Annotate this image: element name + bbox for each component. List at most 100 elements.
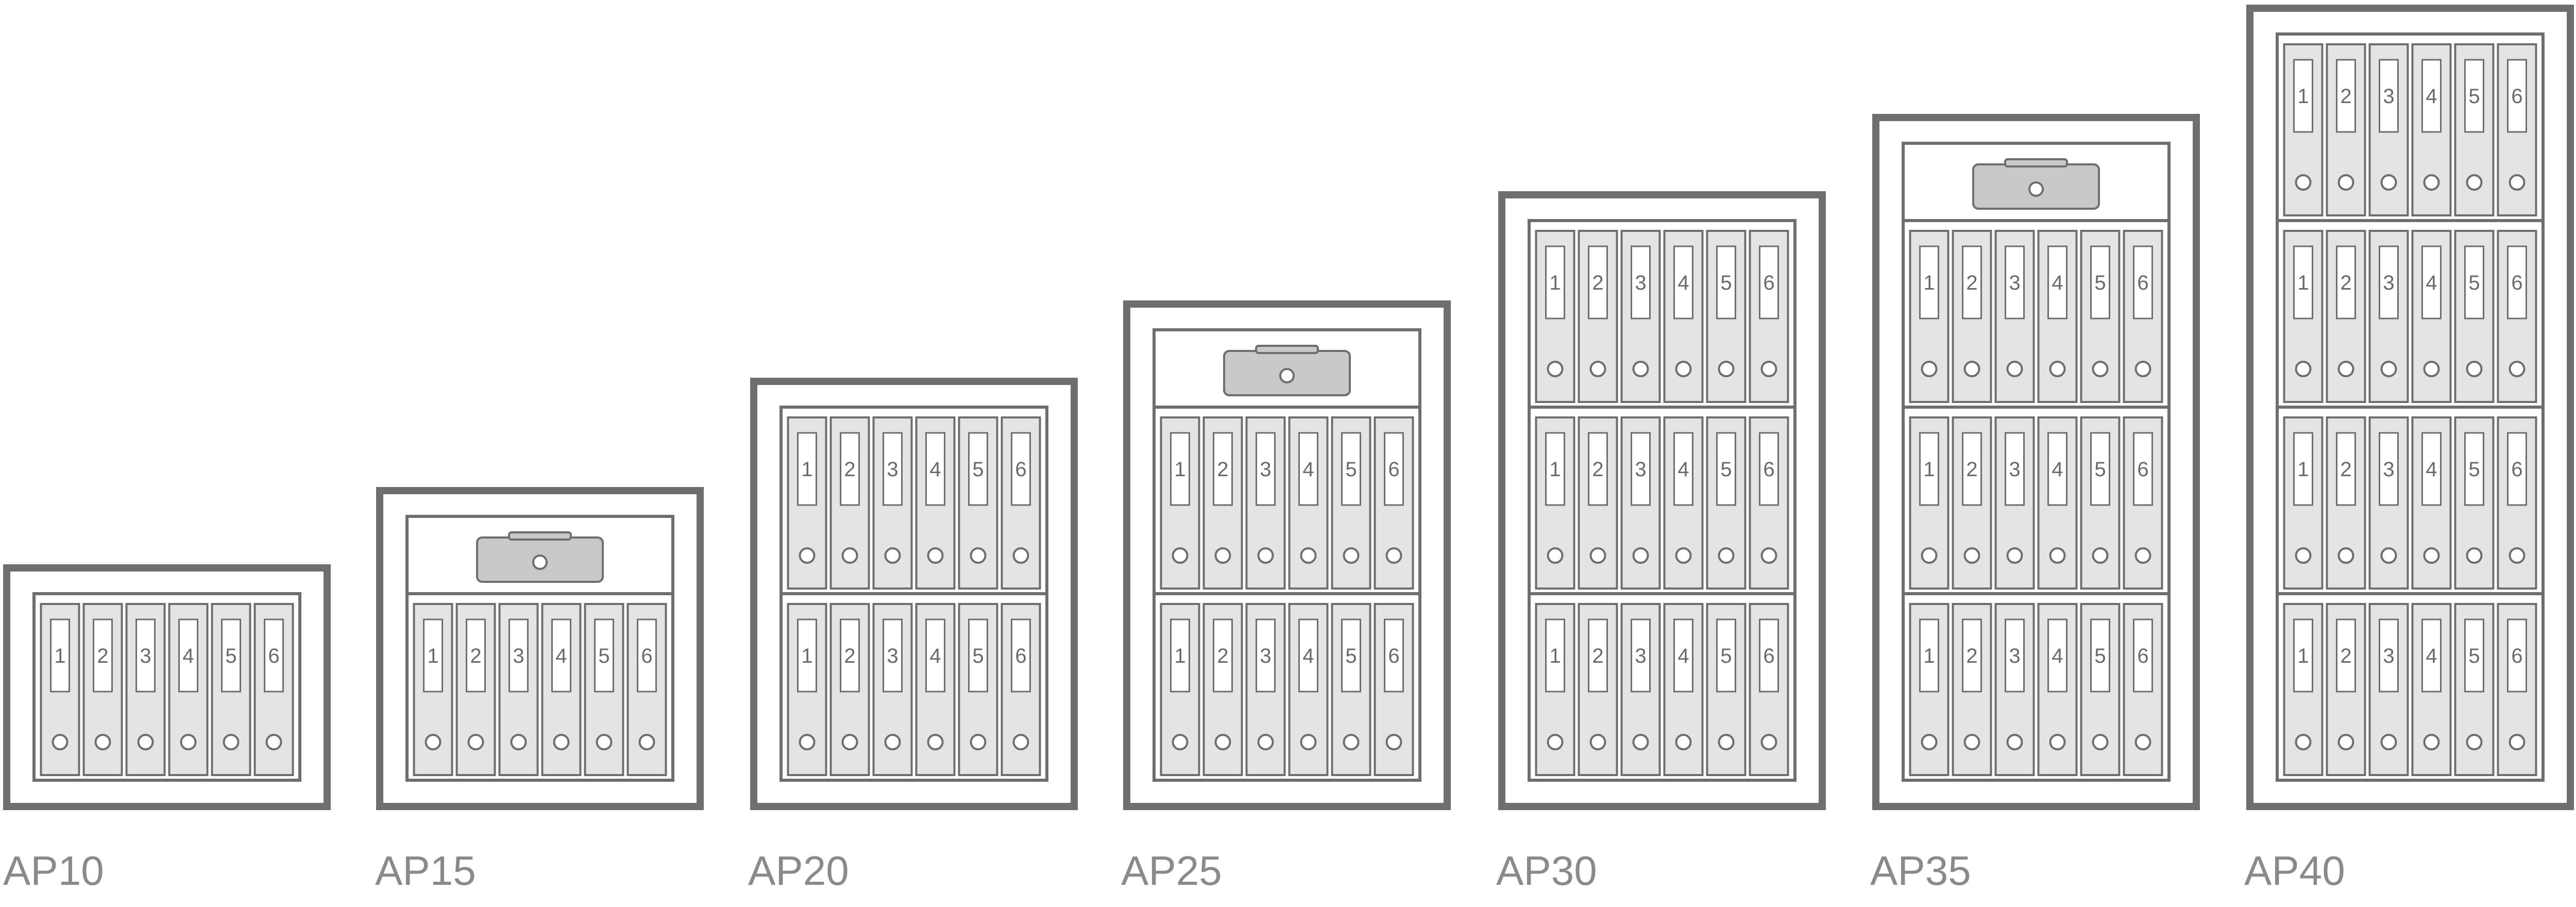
binder-ring-hole xyxy=(1718,361,1735,377)
safe-label-ap40: AP40 xyxy=(2244,848,2345,894)
binder-number: 3 xyxy=(513,645,524,667)
cash-box-lock-icon xyxy=(1279,368,1295,383)
safe-body xyxy=(1872,114,2200,810)
binder-spine-label xyxy=(93,618,113,693)
binder-spine-label xyxy=(2464,618,2484,693)
binder-ring-hole xyxy=(1921,547,1938,564)
binder-number: 4 xyxy=(2052,645,2063,667)
binder-number: 1 xyxy=(2297,645,2309,667)
binder-spine-label xyxy=(2464,59,2484,133)
binder-spine-label xyxy=(1011,432,1031,506)
binder-ring-hole xyxy=(2466,547,2483,564)
binder-spine-label xyxy=(423,618,443,693)
binder-ring-hole xyxy=(2337,361,2354,377)
safe-body xyxy=(2246,5,2574,810)
binder-ring-hole xyxy=(927,547,944,564)
binder-ring-hole xyxy=(1963,547,1980,564)
binder-number: 5 xyxy=(1720,458,1732,481)
binder-number: 1 xyxy=(801,645,812,667)
binder-spine-label xyxy=(1919,245,1939,320)
safe-body xyxy=(750,378,1078,810)
binder-spine-label xyxy=(2005,432,2025,506)
binder-spine-label xyxy=(840,432,860,506)
binder-ring-hole xyxy=(2006,361,2023,377)
binder-spine-label xyxy=(1588,618,1608,693)
binder-number: 2 xyxy=(1592,458,1603,481)
binder-ring-hole xyxy=(1675,734,1692,750)
binder-spine-label xyxy=(925,618,945,693)
binder-spine-label xyxy=(1716,432,1736,506)
binder-spine-label xyxy=(1631,618,1651,693)
binder-ring-hole xyxy=(1921,361,1938,377)
binder-ring-hole xyxy=(1012,734,1029,750)
cash-box-lock-icon xyxy=(2028,181,2044,197)
cash-box-handle xyxy=(508,531,572,541)
binder-spine-label xyxy=(264,618,284,693)
binder-number: 1 xyxy=(1549,645,1561,667)
binder-number: 5 xyxy=(1345,458,1357,481)
binder-number: 5 xyxy=(2094,645,2106,667)
binder-ring-hole xyxy=(970,734,987,750)
binder-spine-label xyxy=(1298,618,1318,693)
binder-number: 5 xyxy=(2468,645,2480,667)
binder-spine-label xyxy=(968,618,988,693)
binder-number: 4 xyxy=(1677,272,1689,294)
binder-ring-hole xyxy=(2134,547,2151,564)
binder-spine-label xyxy=(883,432,903,506)
binder-number: 1 xyxy=(1174,645,1185,667)
binder-spine-label xyxy=(1213,618,1233,693)
binder-ring-hole xyxy=(841,734,858,750)
binder-spine-label xyxy=(1384,432,1404,506)
binder-ring-hole xyxy=(1300,547,1317,564)
binder-spine-label xyxy=(2090,245,2110,320)
binder-ring-hole xyxy=(2380,174,2397,191)
binder-spine-label xyxy=(1170,618,1190,693)
binder-spine-label xyxy=(1673,618,1693,693)
binder-ring-hole xyxy=(1214,734,1231,750)
binder-ring-hole xyxy=(1963,734,1980,750)
binder-ring-hole xyxy=(2134,361,2151,377)
binder-ring-hole xyxy=(1172,734,1189,750)
binder-spine-label xyxy=(2379,432,2399,506)
binder-number: 3 xyxy=(2383,458,2394,481)
binder-number: 5 xyxy=(1720,272,1732,294)
cash-box-handle xyxy=(2004,158,2068,167)
binder-ring-hole xyxy=(884,547,901,564)
binder-number: 2 xyxy=(2340,85,2351,108)
binder-ring-hole xyxy=(2049,734,2066,750)
binder-number: 2 xyxy=(1592,645,1603,667)
binder-spine-label xyxy=(1170,432,1190,506)
binder-number: 6 xyxy=(2511,272,2522,294)
binder-spine-label xyxy=(1341,432,1361,506)
binder-number: 4 xyxy=(2426,85,2437,108)
safe-interior xyxy=(1153,328,1421,782)
binder-ring-hole xyxy=(2337,174,2354,191)
binder-number: 2 xyxy=(1966,645,1977,667)
binder-spine-label xyxy=(2421,432,2442,506)
binder-ring-hole xyxy=(1718,734,1735,750)
binder-spine-label xyxy=(1919,432,1939,506)
binder-number: 3 xyxy=(1260,458,1271,481)
binder-ring-hole xyxy=(1589,547,1606,564)
binder-spine-label xyxy=(2507,245,2527,320)
binder-spine-label xyxy=(1545,432,1565,506)
binder-ring-hole xyxy=(638,734,655,750)
binder-number: 1 xyxy=(1923,645,1935,667)
binder-spine-label xyxy=(135,618,156,693)
binder-spine-label xyxy=(2421,618,2442,693)
binder-spine-label xyxy=(2047,432,2067,506)
binder-ring-hole xyxy=(1675,361,1692,377)
safe-label-ap35: AP35 xyxy=(1870,848,1971,894)
binder-ring-hole xyxy=(2380,361,2397,377)
binder-spine-label xyxy=(2379,245,2399,320)
binder-ring-hole xyxy=(799,734,816,750)
binder-ring-hole xyxy=(425,734,442,750)
binder-spine-label xyxy=(1962,245,1982,320)
binder-spine-label xyxy=(2090,432,2110,506)
binder-number: 6 xyxy=(1763,458,1774,481)
binder-ring-hole xyxy=(1257,734,1274,750)
safe-interior xyxy=(405,515,674,782)
